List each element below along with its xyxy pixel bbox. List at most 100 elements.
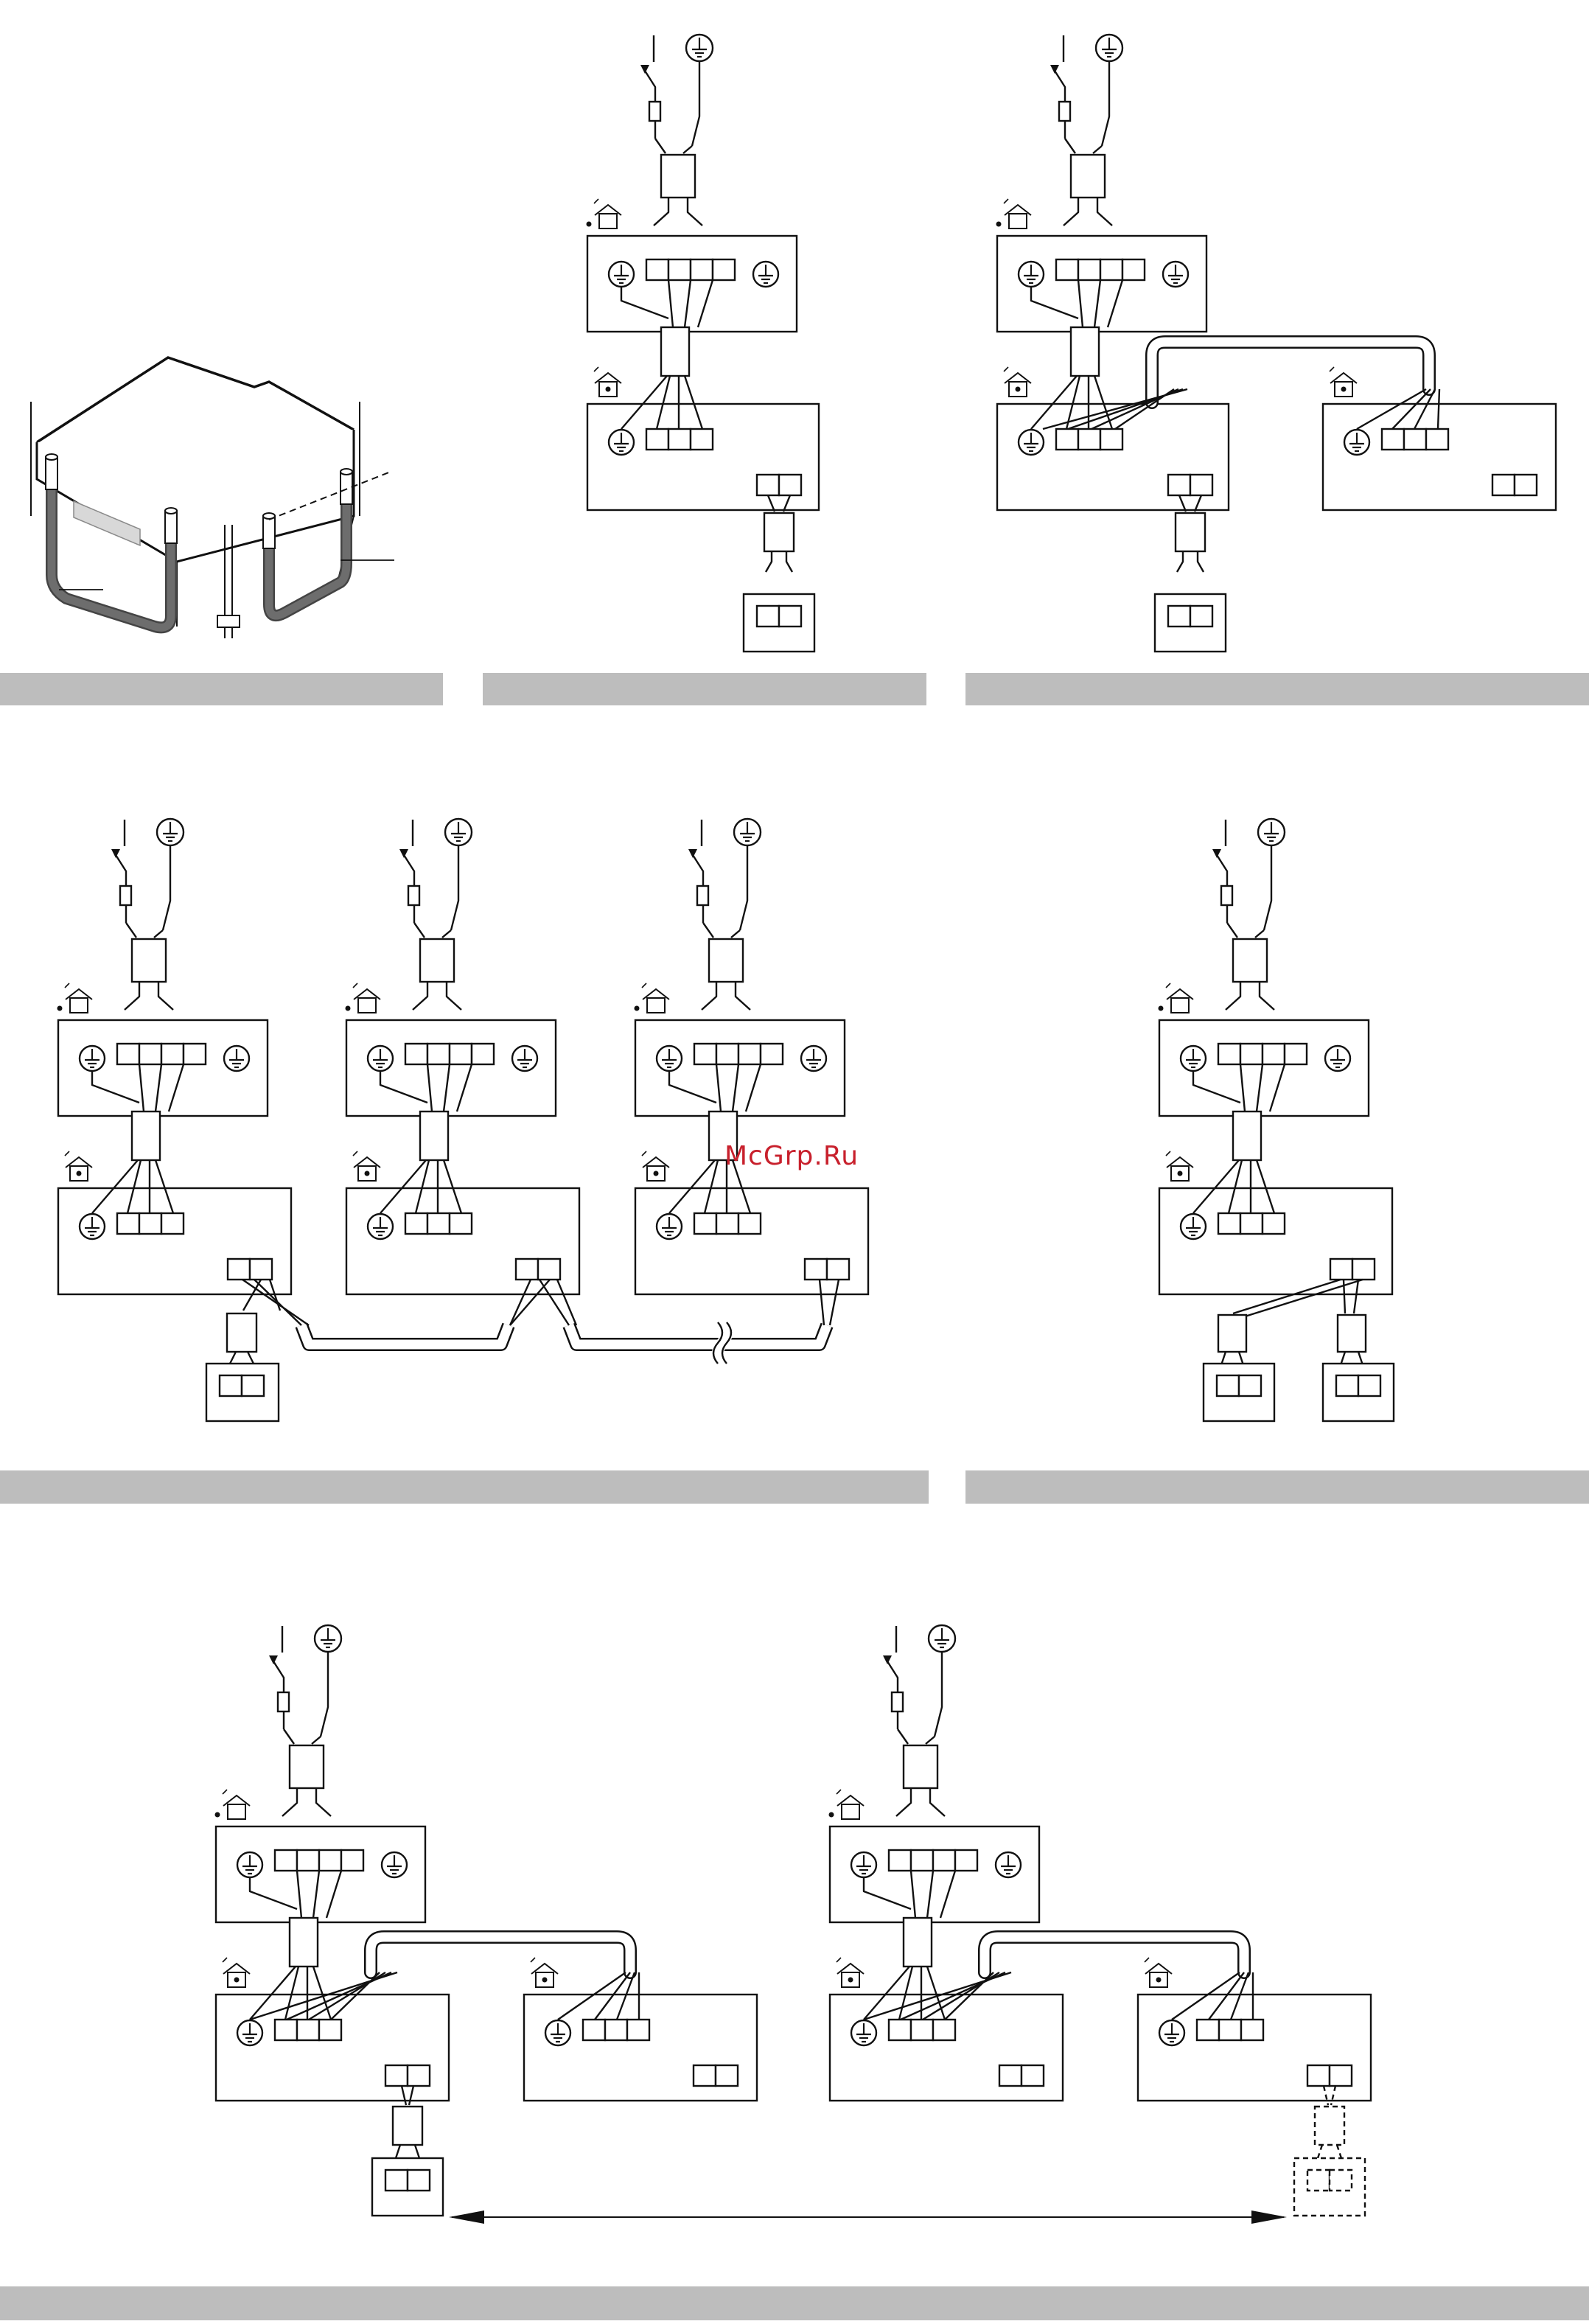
wire [1102,61,1109,146]
terminal-block-icon [889,2020,955,2040]
terminal-block-icon [583,2020,649,2040]
house-icon [594,199,621,228]
separator-bar [483,673,926,705]
ground-icon [237,1852,262,1877]
ground-icon [1181,1214,1206,1239]
wire [312,1737,321,1744]
wire [683,146,692,153]
ground-icon [851,2020,876,2045]
pipe-stub [165,508,177,514]
ground-icon [609,262,634,287]
terminal-block-icon [694,1213,761,1234]
terminal-block-icon [1168,475,1212,495]
terminal-block-icon [1197,2020,1263,2040]
wire [158,982,173,1010]
wire [1065,139,1075,153]
terminal-block-icon [385,2170,430,2191]
terminal-block-icon [275,2020,341,2040]
house-icon [1145,1958,1172,1987]
separator-bar [965,673,1589,705]
wire [786,551,792,572]
bullet-dot [1159,1006,1164,1011]
ground-icon [224,1046,249,1071]
connector-box [661,327,689,376]
wire [898,1729,908,1744]
bracket [217,615,240,627]
terminal-block-icon [1217,1375,1261,1396]
house-icon [223,1958,250,1987]
ground-icon [929,1625,955,1652]
connector-box [709,939,743,982]
wire [1064,198,1078,226]
ground-icon [996,1852,1021,1877]
terminal-block-icon [757,606,801,627]
wire [702,982,716,1010]
pipe-stub [165,511,177,543]
pipe-stub [46,457,57,489]
wire [396,2145,400,2158]
fuse-icon [892,1692,903,1711]
terminal-block-icon [889,1850,977,1871]
ground-icon [315,1625,341,1652]
wire [1337,2145,1341,2158]
wire [316,1788,331,1816]
wire [692,61,699,146]
wire [766,551,772,572]
ground-icon [686,35,713,61]
fuse-icon [649,102,660,121]
terminal-block-icon [694,2065,738,2086]
wire [736,982,750,1010]
wire [413,982,427,1010]
wire [688,198,702,226]
connector-box [132,1112,160,1160]
cable-link [371,1937,630,1972]
terminal-block-icon [1382,429,1448,450]
fuse-icon [1221,886,1232,905]
wire [125,982,139,1010]
connector-box [904,1918,932,1967]
cable-link [301,1325,509,1344]
fuse-icon [1059,102,1070,121]
cable-link [569,1325,827,1344]
wire [154,930,163,938]
ground-icon [368,1046,393,1071]
cable-link [1152,342,1429,402]
wire [248,1352,254,1364]
wire [442,930,451,938]
ground-icon [1096,35,1122,61]
ground-icon [734,819,761,845]
terminal-block-icon [805,1259,849,1280]
wire [896,1788,911,1816]
ground-icon [445,819,472,845]
bullet-dot [215,1812,220,1818]
house-icon [642,1151,669,1181]
installation-illustration [31,357,394,638]
terminal-block-icon [220,1375,264,1396]
terminal-block-icon [275,1850,363,1871]
connector-box [290,1745,324,1788]
wire [930,1788,945,1816]
connector-box [1315,2107,1344,2145]
wire [230,1352,236,1364]
terminal-block-icon [1336,1375,1380,1396]
ground-icon [851,1852,876,1877]
bullet-dot [346,1006,351,1011]
terminal-block-icon [1307,2170,1352,2191]
wire [284,1729,294,1744]
wire [1226,982,1240,1010]
bullet-dot [996,222,1002,227]
separator-bar [0,673,443,705]
connector-box [1218,1315,1246,1352]
terminal-block-icon [1218,1213,1285,1234]
ground-icon [512,1046,537,1071]
separator-bar [965,1470,1589,1504]
terminal-block-icon [646,259,735,280]
terminal-block-icon [694,1044,783,1064]
ground-icon [237,2020,262,2045]
house-icon [1004,367,1031,397]
terminal-block-icon [1307,2065,1352,2086]
connector-box [227,1313,256,1352]
wire [740,845,747,930]
ground-icon [1325,1046,1350,1071]
terminal-block-icon [228,1259,272,1280]
